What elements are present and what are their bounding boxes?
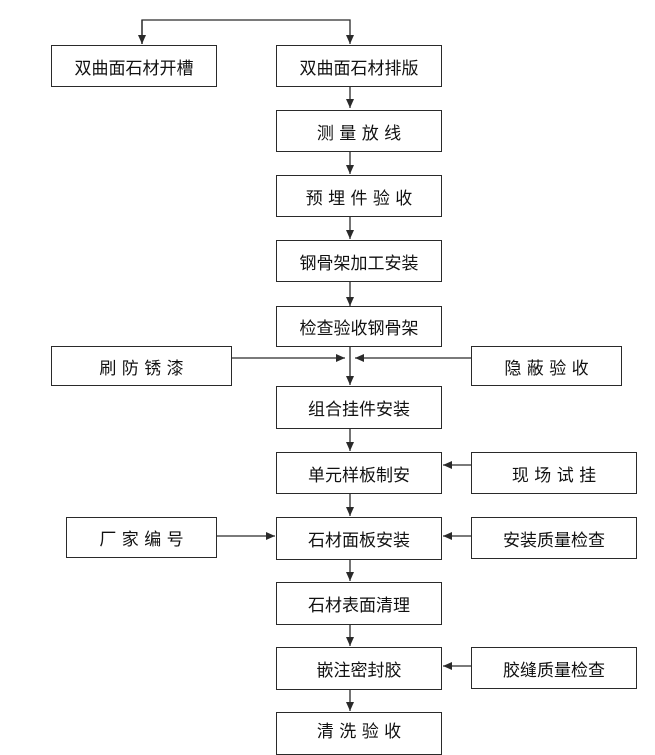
side-install-quality: 安装质量检查 [471,517,637,559]
step-steel-frame-install: 钢骨架加工安装 [276,240,442,282]
step-sealant: 嵌注密封胶 [276,647,442,690]
step-panel-install: 石材面板安装 [276,517,442,560]
flowchart-connectors [138,19,471,711]
side-sealant-quality: 胶缝质量检查 [471,647,637,689]
step-hanger-install: 组合挂件安装 [276,386,442,429]
side-trial-hang: 现 场 试 挂 [471,452,637,494]
side-factory-numbering: 厂 家 编 号 [66,517,217,558]
step-steel-frame-inspect: 检查验收钢骨架 [276,306,442,347]
side-stone-grooving: 双曲面石材开槽 [51,45,217,87]
step-embedded-acceptance: 预 埋 件 验 收 [276,175,442,217]
step-surface-clean: 石材表面清理 [276,582,442,625]
side-concealed-check: 隐 蔽 验 收 [471,346,622,386]
side-antirust-paint: 刷 防 锈 漆 [51,346,232,386]
connector-top-split [141,19,354,44]
step-sample-unit: 单元样板制安 [276,452,442,494]
step-stone-layout: 双曲面石材排版 [276,45,442,87]
step-clean-acceptance: 清 洗 验 收 [276,712,442,755]
step-survey-setout: 测 量 放 线 [276,110,442,152]
